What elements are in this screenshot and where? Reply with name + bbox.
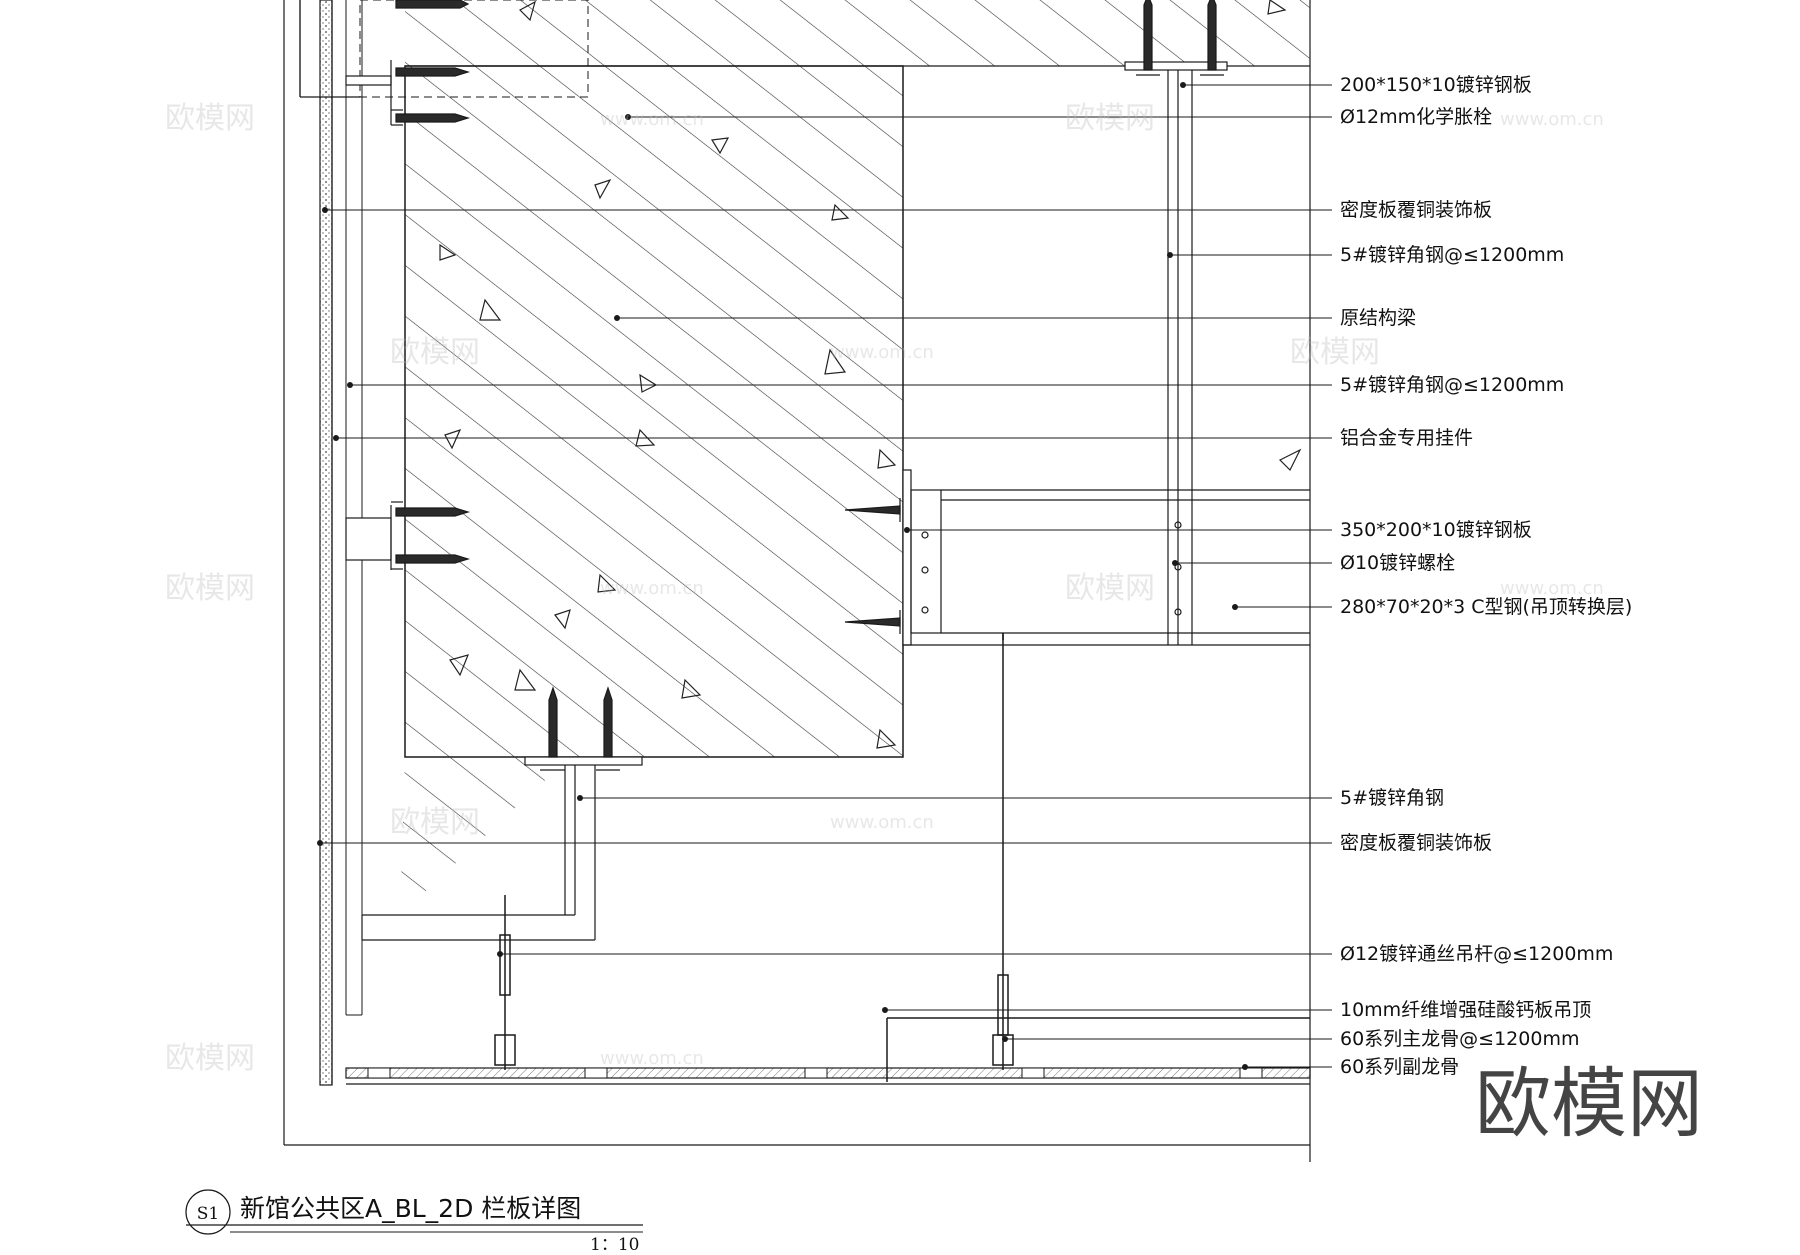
callout-label: 60系列副龙骨 bbox=[1340, 1056, 1459, 1078]
callout-label: 密度板覆铜装饰板 bbox=[1340, 832, 1492, 854]
callout-labels: 200*150*10镀锌钢板 Ø12mm化学胀栓 密度板覆铜装饰板 5#镀锌角钢… bbox=[1340, 74, 1632, 1078]
watermark-logo-text: 欧模网 bbox=[165, 101, 255, 136]
leader-dot bbox=[497, 951, 503, 957]
callout-label: 60系列主龙骨@≤1200mm bbox=[1340, 1028, 1579, 1050]
leader-dot bbox=[614, 315, 620, 321]
watermark-logo-text: 欧模网 bbox=[1065, 571, 1155, 606]
watermark-logo-text: 欧模网 bbox=[390, 335, 480, 370]
leader-dot bbox=[1002, 1036, 1008, 1042]
callout-label: 5#镀锌角钢@≤1200mm bbox=[1340, 244, 1564, 266]
watermark-url-text: www.om.cn bbox=[600, 109, 704, 130]
watermark-url-text: www.om.cn bbox=[830, 812, 934, 833]
right-bracket-assembly bbox=[844, 66, 1310, 646]
top-anchors bbox=[1124, 0, 1228, 76]
watermark-pattern: 欧模网 www.om.cn 欧模网 www.om.cn 欧模网 www.om.c… bbox=[165, 101, 1604, 1076]
leader-dot bbox=[1180, 82, 1186, 88]
leader-dot bbox=[317, 840, 323, 846]
callout-label: 5#镀锌角钢 bbox=[1340, 787, 1444, 809]
watermark-logo: 欧模网 bbox=[1475, 1059, 1703, 1148]
leader-dot bbox=[322, 207, 328, 213]
leader-dot bbox=[577, 795, 583, 801]
watermark-url-text: www.om.cn bbox=[600, 1048, 704, 1069]
leader-dot bbox=[347, 382, 353, 388]
callout-label: 10mm纤维增强硅酸钙板吊顶 bbox=[1340, 999, 1591, 1021]
callout-label: 密度板覆铜装饰板 bbox=[1340, 199, 1492, 221]
callout-label: 5#镀锌角钢@≤1200mm bbox=[1340, 374, 1564, 396]
callout-label: Ø12mm化学胀栓 bbox=[1340, 106, 1492, 128]
section-symbol-circle bbox=[185, 1189, 231, 1235]
watermark-logo-text: 欧模网 bbox=[165, 1041, 255, 1076]
watermark-logo-text: 欧模网 bbox=[1290, 335, 1380, 370]
callout-label: Ø12镀锌通丝吊杆@≤1200mm bbox=[1340, 943, 1613, 965]
callout-label: 200*150*10镀锌钢板 bbox=[1340, 74, 1532, 96]
callout-label: 350*200*10镀锌钢板 bbox=[1340, 519, 1532, 541]
watermark-logo-text: 欧模网 bbox=[1065, 101, 1155, 136]
frame-lines bbox=[283, 0, 1311, 1162]
drawing-title: 新馆公共区A_BL_2D 栏板详图 bbox=[240, 1194, 581, 1223]
original-structural-beam bbox=[400, 0, 1302, 915]
watermark-url-text: www.om.cn bbox=[830, 342, 934, 363]
leader-dot bbox=[1242, 1064, 1248, 1070]
watermark-url-text: www.om.cn bbox=[1500, 109, 1604, 130]
leader-dot bbox=[1167, 252, 1173, 258]
leader-dot bbox=[904, 527, 910, 533]
hanger-rods bbox=[494, 633, 1310, 1082]
leader-dot bbox=[1172, 560, 1178, 566]
wall-finish-panel bbox=[319, 0, 363, 1086]
section-symbol: S1 bbox=[197, 1204, 219, 1224]
watermark-logo-text: 欧模网 bbox=[390, 805, 480, 840]
leader-dot bbox=[625, 114, 631, 120]
callout-label: 280*70*20*3 C型钢(吊顶转换层) bbox=[1340, 596, 1632, 618]
leader-dot bbox=[333, 435, 339, 441]
callout-leaders bbox=[317, 82, 1332, 1070]
callout-label: 铝合金专用挂件 bbox=[1340, 427, 1473, 449]
leader-dot bbox=[882, 1007, 888, 1013]
title-block: S1 新馆公共区A_BL_2D 栏板详图 1：10 bbox=[185, 1189, 643, 1255]
leader-dot bbox=[1232, 604, 1238, 610]
ceiling-board bbox=[345, 1067, 1311, 1085]
drawing-scale: 1：10 bbox=[590, 1235, 639, 1255]
watermark-url-text: www.om.cn bbox=[600, 578, 704, 599]
upper-structure bbox=[359, 0, 1310, 98]
bottom-anchors bbox=[524, 686, 643, 940]
callout-label: 原结构梁 bbox=[1340, 307, 1416, 329]
watermark-url-text: www.om.cn bbox=[1500, 578, 1604, 599]
watermark-logo-text: 欧模网 bbox=[165, 571, 255, 606]
callout-label: Ø10镀锌螺栓 bbox=[1340, 552, 1455, 574]
left-anchors bbox=[345, 0, 471, 570]
lower-return-box bbox=[361, 914, 595, 941]
